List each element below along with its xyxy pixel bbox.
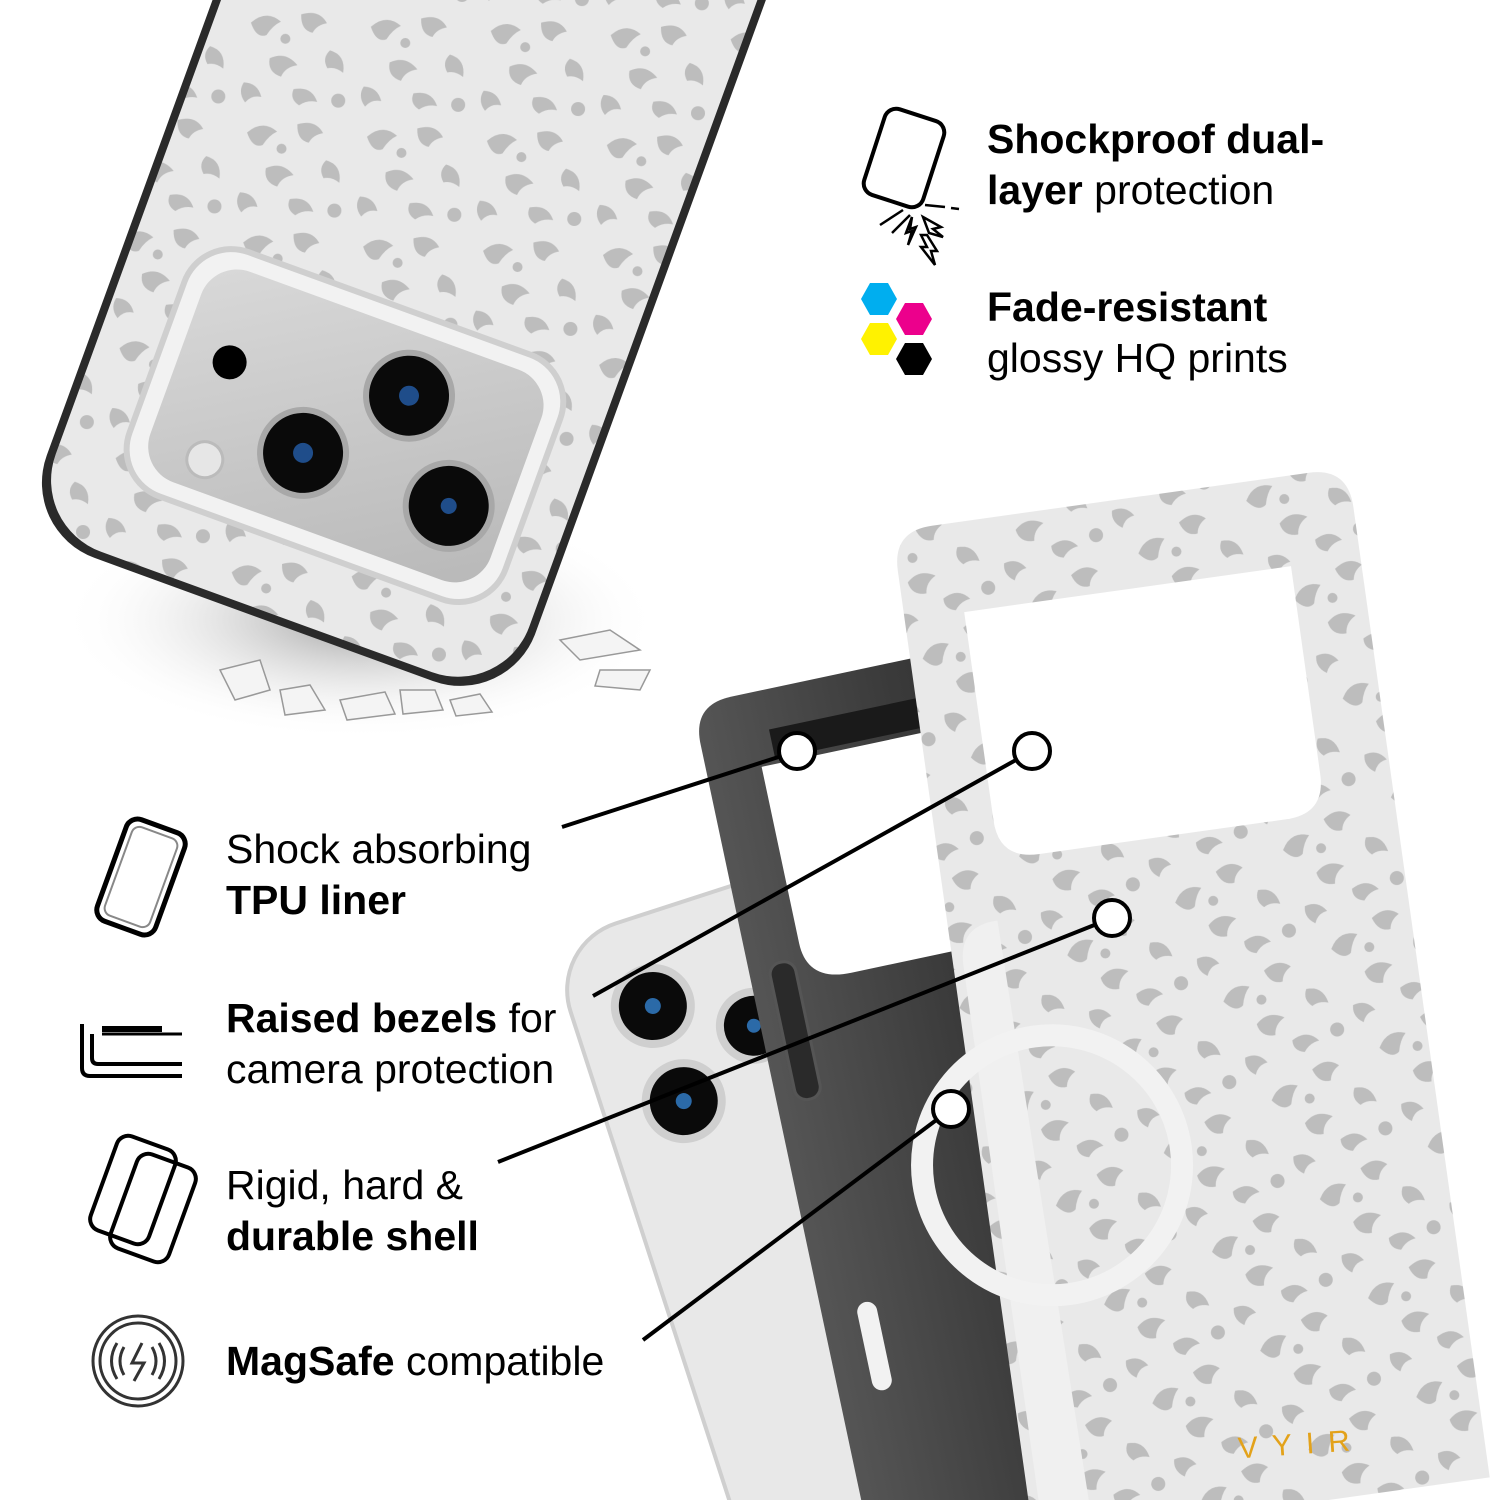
feature-raised-bezels: Raised bezels for camera protection xyxy=(226,995,557,1092)
feature-rigid-shell: Rigid, hard & durable shell xyxy=(226,1162,479,1259)
tpu-liner-icon xyxy=(94,816,188,938)
shockproof-phone-icon xyxy=(861,106,960,266)
feature-tpu-liner: Shock absorbing TPU liner xyxy=(226,826,532,923)
callout-line-shell xyxy=(497,916,1113,1164)
callout-line-magsafe xyxy=(641,1107,953,1342)
raised-bezel-icon xyxy=(80,1024,182,1078)
callout-dot-bezel xyxy=(1012,731,1052,771)
feature-shockproof: Shockproof dual- layer protection xyxy=(987,116,1325,213)
callout-dot-shell xyxy=(1092,898,1132,938)
dual-shell-icon xyxy=(88,1133,198,1265)
top-phone-case xyxy=(41,0,814,686)
callouts xyxy=(497,731,1132,1342)
feature-fade-resistant: Fade-resistant glossy HQ prints xyxy=(987,284,1288,381)
callout-dot-magsafe xyxy=(931,1089,971,1129)
feature-magsafe: MagSafe compatible xyxy=(226,1338,605,1384)
cmyk-hexagons-icon xyxy=(861,283,932,375)
callout-dot-tpu xyxy=(777,731,817,771)
floor-cracks xyxy=(218,629,652,721)
magsafe-icon xyxy=(91,1314,185,1408)
callout-line-tpu xyxy=(561,749,798,829)
callout-line-bezel xyxy=(592,749,1033,998)
